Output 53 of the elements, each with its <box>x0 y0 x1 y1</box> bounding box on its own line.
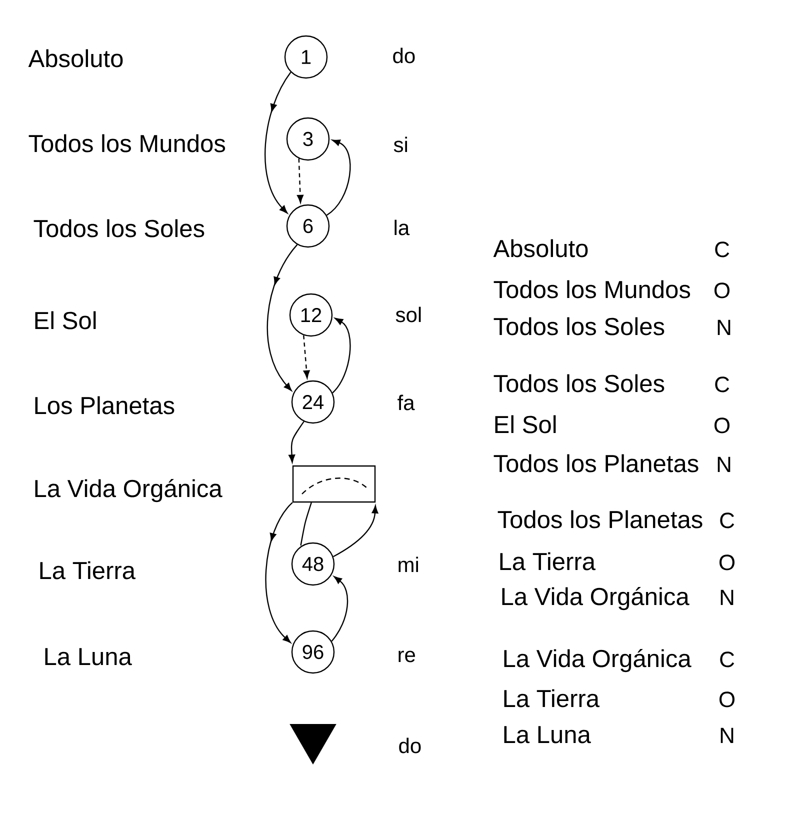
table-letter: C <box>715 242 730 258</box>
arrow <box>265 502 293 643</box>
line <box>300 502 312 546</box>
table-label: Todos los Soles <box>494 317 664 336</box>
note-label: sol <box>396 306 421 322</box>
arrow <box>326 140 351 216</box>
table-label: El Sol <box>495 415 556 434</box>
row-label: Todos los Soles <box>34 219 204 238</box>
table-letter: C <box>715 376 730 392</box>
table-letter: N <box>720 590 734 605</box>
row-label: La Vida Orgánica <box>35 478 222 502</box>
table-letter: N <box>720 728 734 743</box>
filled-triangle <box>290 724 336 764</box>
table-letter: O <box>714 418 730 434</box>
note-label: la <box>394 220 410 236</box>
row-label: La Luna <box>45 648 132 666</box>
table-label: La Vida Orgánica <box>504 648 692 672</box>
table-label: Absoluto <box>493 239 588 258</box>
arrow <box>264 72 292 214</box>
arrow <box>332 318 351 394</box>
arrow <box>331 576 348 642</box>
row-label: Absoluto <box>28 49 123 68</box>
row-label: Todos los Mundos <box>28 134 226 152</box>
note-label: re <box>398 650 415 662</box>
table-letter: O <box>720 692 734 708</box>
table-label: La Tierra <box>500 552 596 570</box>
row-label: El Sol <box>35 311 96 330</box>
row-label: Los Planetas <box>35 396 174 414</box>
table-label: Todos los Mundos <box>494 280 690 298</box>
note-label: do <box>393 48 415 64</box>
note-label: fa <box>398 394 415 410</box>
note-label: do <box>399 738 421 754</box>
table-letter: C <box>720 652 734 668</box>
table-letter: O <box>720 554 734 570</box>
note-label: mi <box>398 556 418 572</box>
table-label: Todos los Planetas <box>494 454 698 472</box>
table-label: Todos los Planetas <box>498 510 702 528</box>
rectangle <box>292 465 376 503</box>
dashed-arrow <box>297 158 304 203</box>
note-label: si <box>394 136 407 152</box>
table-label: La Tierra <box>504 689 600 708</box>
table-label: La Luna <box>504 726 591 744</box>
dashed-arrow <box>303 335 310 378</box>
table-letter: N <box>718 456 730 472</box>
table-letter: O <box>714 282 730 298</box>
arrow <box>333 505 378 558</box>
table-letter: N <box>718 320 730 335</box>
table-letter: C <box>720 512 734 528</box>
table-label: Todos los Soles <box>494 374 664 392</box>
row-label: La Tierra <box>40 561 136 580</box>
table-label: La Vida Orgánica <box>502 586 690 610</box>
arrow <box>266 244 298 391</box>
arrow <box>288 421 304 463</box>
